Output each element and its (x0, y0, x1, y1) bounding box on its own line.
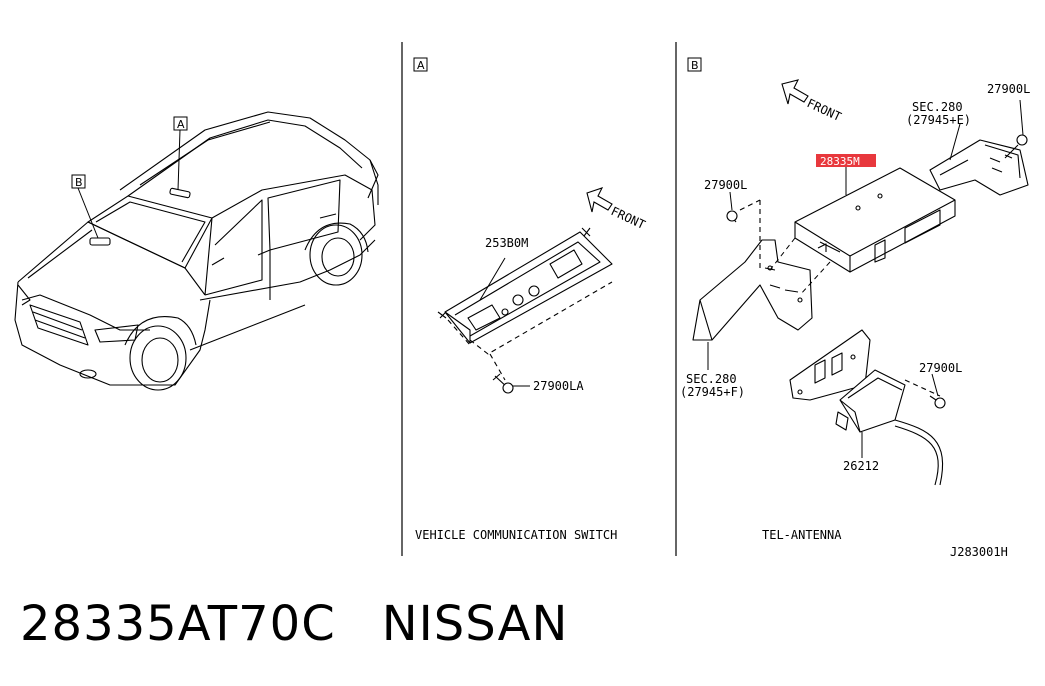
antenna-caption: TEL-ANTENNA (762, 528, 842, 542)
panel-b-marker: B (691, 59, 699, 72)
screw-b3-label: 27900L (919, 361, 962, 375)
sec-top-label: SEC.280 (912, 100, 963, 114)
bracket-left (692, 239, 813, 341)
antenna-bracket (789, 329, 871, 401)
antenna-part-label: 26212 (843, 459, 879, 473)
sec-left-ref-label: (27945+F) (680, 385, 745, 399)
screw-b2-label: 27900L (704, 178, 747, 192)
highlight-part-label: 28335M (820, 155, 860, 168)
screw-a-label: 27900LA (533, 379, 584, 393)
panel-a-marker-box (413, 57, 428, 72)
footer-caption: 28335AT70C NISSAN (20, 596, 568, 652)
bracket-top (929, 134, 1029, 196)
car-marker-b: B (75, 176, 83, 189)
part-number: 28335AT70C (20, 596, 336, 652)
car-illustration (14, 111, 379, 391)
control-unit (794, 167, 956, 273)
front-arrow-a (586, 187, 613, 213)
antenna-module (835, 369, 944, 486)
front-label-b: FRONT (805, 96, 844, 124)
switch-part-label: 253B0M (485, 236, 528, 250)
car-marker-a: A (177, 118, 185, 131)
brand-name: NISSAN (381, 596, 569, 652)
panel-a-marker: A (417, 59, 425, 72)
sec-top-ref-label: (27945+E) (906, 113, 971, 127)
panel-b-marker-box (687, 57, 702, 72)
highlight-box (816, 154, 876, 167)
screw-b1-label: 27900L (987, 82, 1030, 96)
front-arrow-b (781, 79, 809, 105)
sec-left-label: SEC.280 (686, 372, 737, 386)
switch-caption: VEHICLE COMMUNICATION SWITCH (415, 528, 617, 542)
screw-a (492, 373, 530, 394)
screw-b3 (929, 395, 946, 409)
parts-diagram: A B A FRONT 253B0M 27900LA VEHICLE COMMU… (14, 42, 1030, 559)
comm-switch (437, 227, 613, 381)
screw-b2 (726, 199, 761, 270)
front-label-a: FRONT (609, 204, 648, 232)
diagram-id: J283001H (950, 545, 1008, 559)
car-marker-b-box (71, 174, 86, 189)
car-marker-a-box (173, 116, 188, 131)
